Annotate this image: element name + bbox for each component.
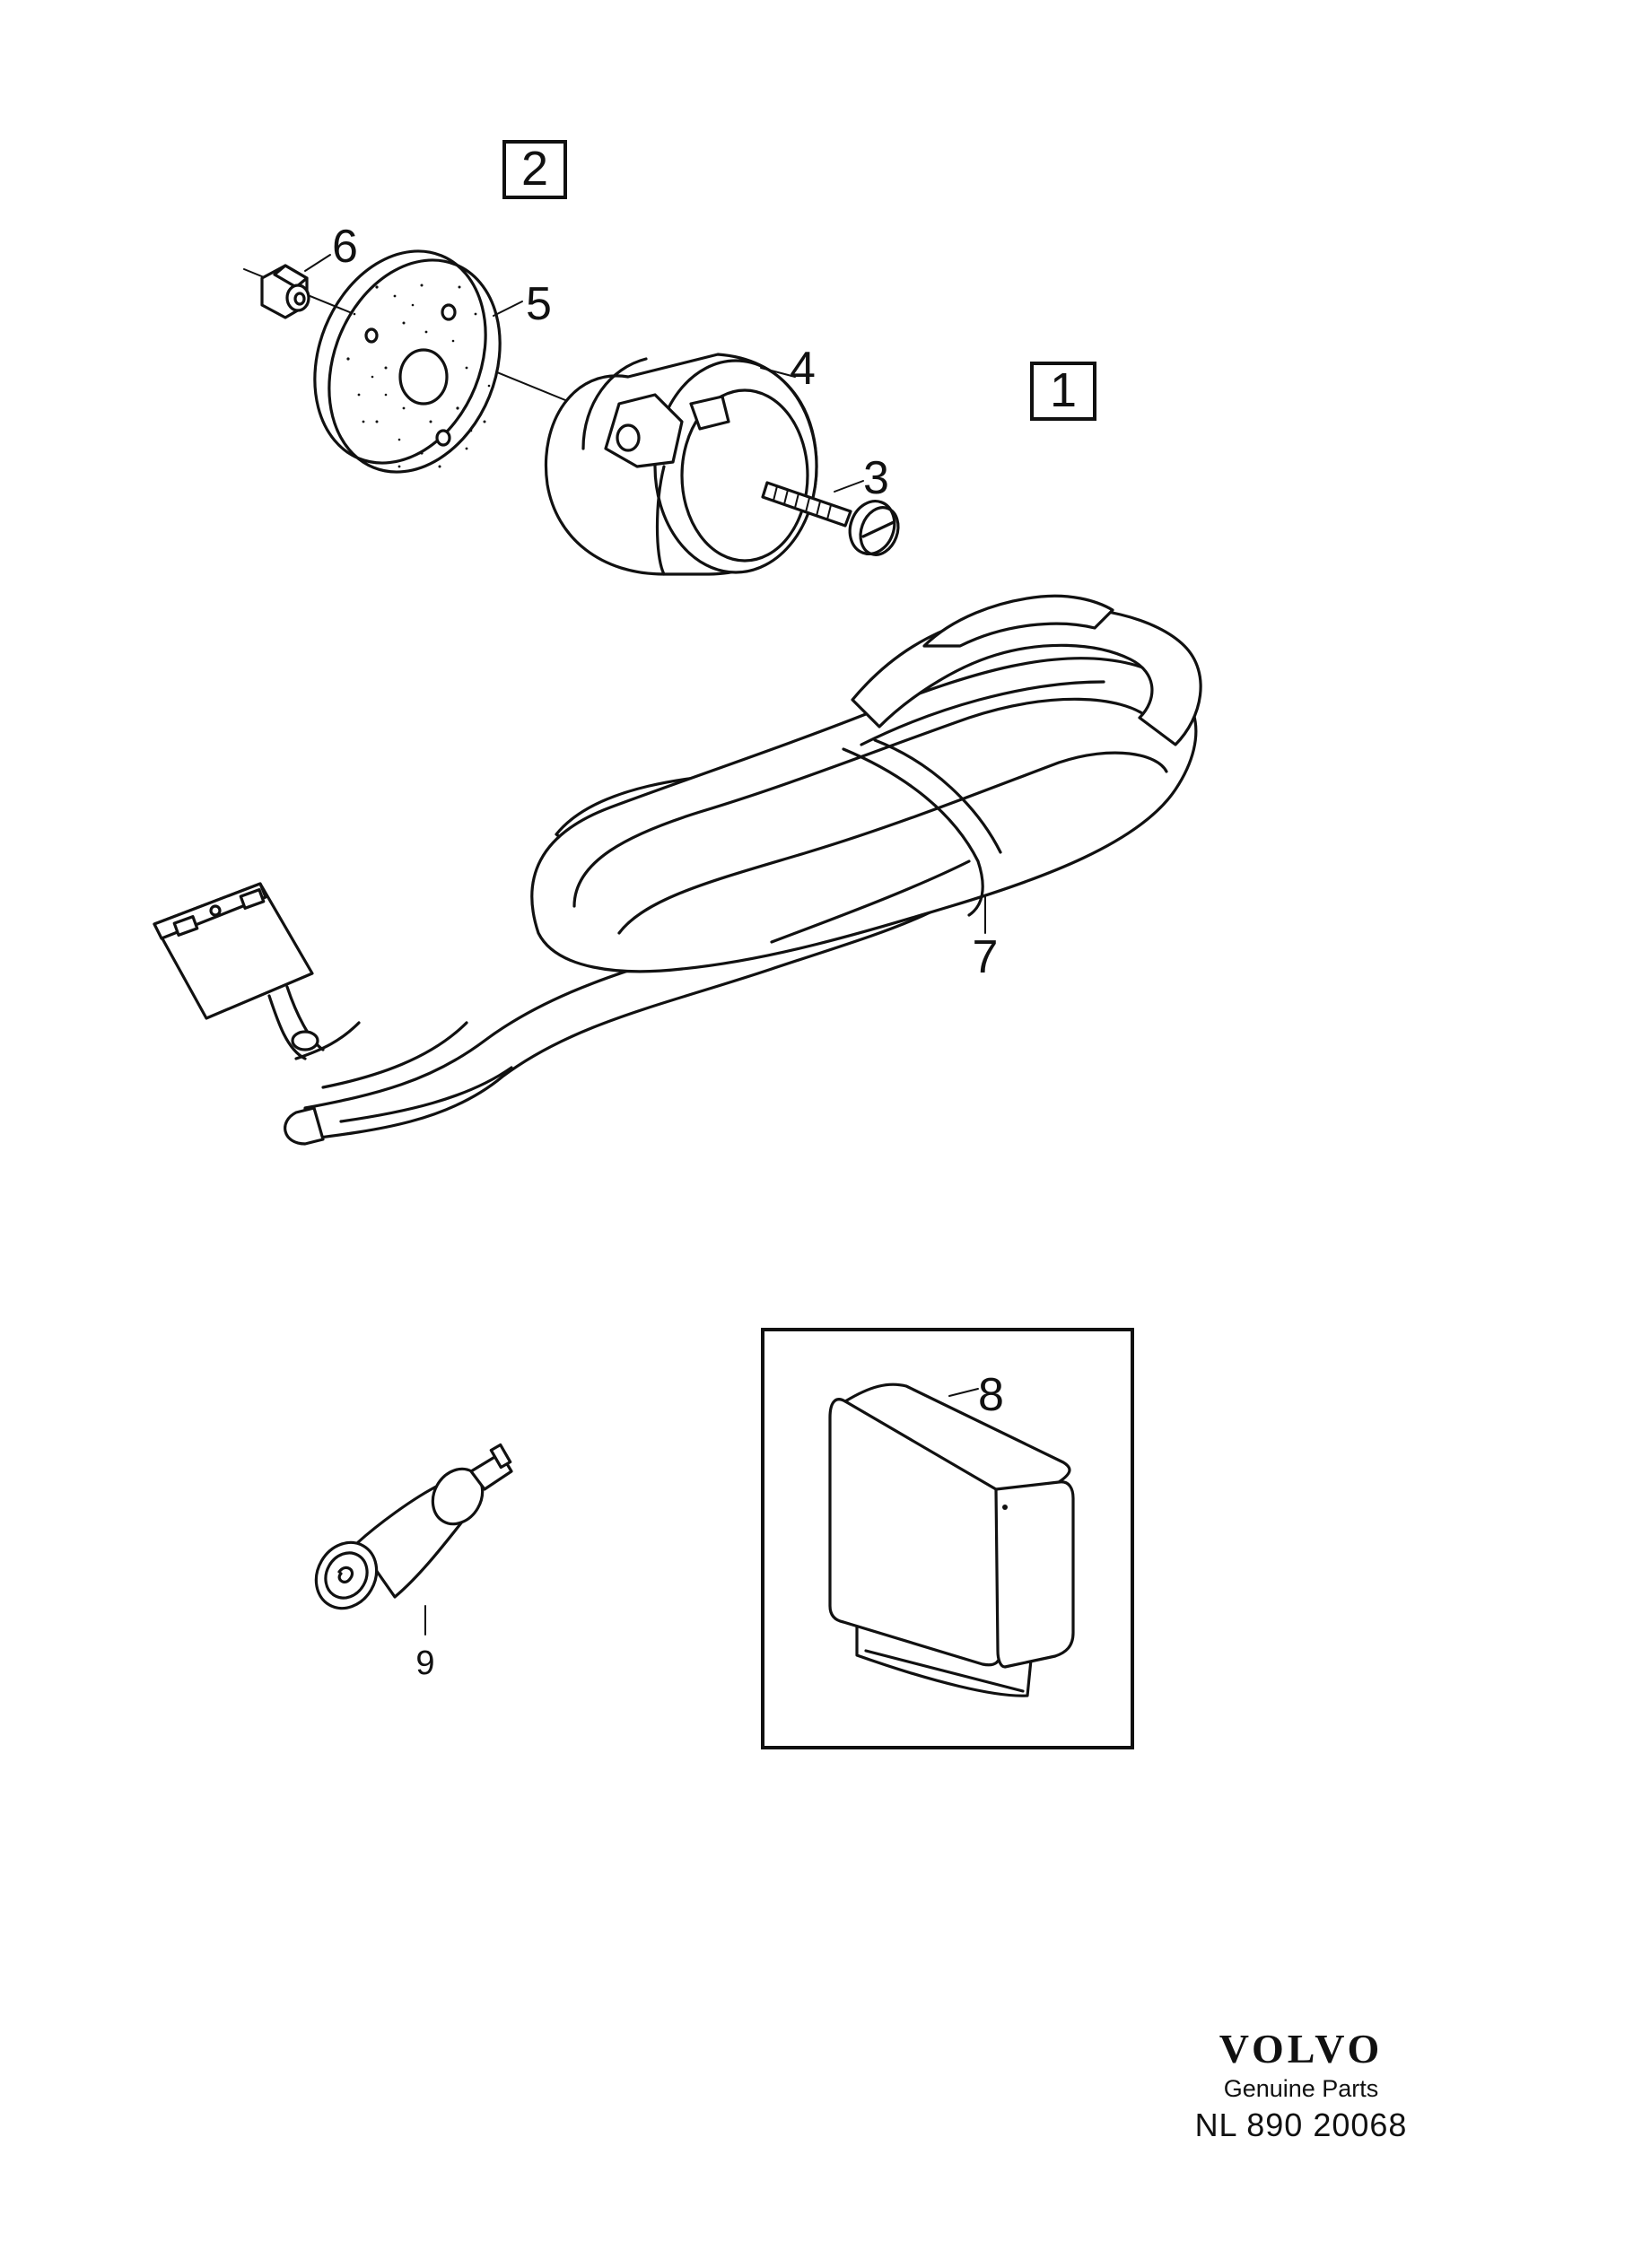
switch-part [314, 1443, 513, 1610]
callout-3: 3 [863, 452, 889, 504]
callout-leader-5 [493, 301, 523, 317]
group-box-2-label: 2 [521, 142, 548, 196]
group-box-2: 2 [502, 140, 567, 199]
group-box-1: 1 [1030, 362, 1096, 421]
drawing-reference-number: NL 890 20068 [1194, 2107, 1408, 2143]
callout-4: 4 [790, 343, 816, 395]
group-box-1-label: 1 [1050, 363, 1077, 417]
bolt-part [761, 481, 900, 556]
callout-leader-4 [760, 367, 796, 378]
wiring-harness-part [284, 594, 1202, 1146]
callout-8: 8 [978, 1369, 1004, 1421]
harness-connector-part [153, 882, 325, 1060]
callout-leader-3 [834, 480, 864, 493]
control-unit-panel [761, 1328, 1134, 1749]
callout-7: 7 [973, 931, 999, 983]
callout-9: 9 [415, 1644, 434, 1682]
nut-part [260, 264, 310, 319]
callout-5: 5 [526, 278, 552, 330]
disc-part [313, 249, 502, 474]
brand-tagline: Genuine Parts [1223, 2075, 1379, 2102]
volvo-logo: VOLVO [1219, 2026, 1384, 2072]
callout-6: 6 [332, 221, 358, 273]
housing-part [544, 353, 818, 576]
callout-leader-6 [304, 254, 331, 272]
brand-block: VOLVO Genuine Parts NL 890 20068 [1166, 2026, 1436, 2146]
callout-leader-8 [948, 1388, 979, 1397]
